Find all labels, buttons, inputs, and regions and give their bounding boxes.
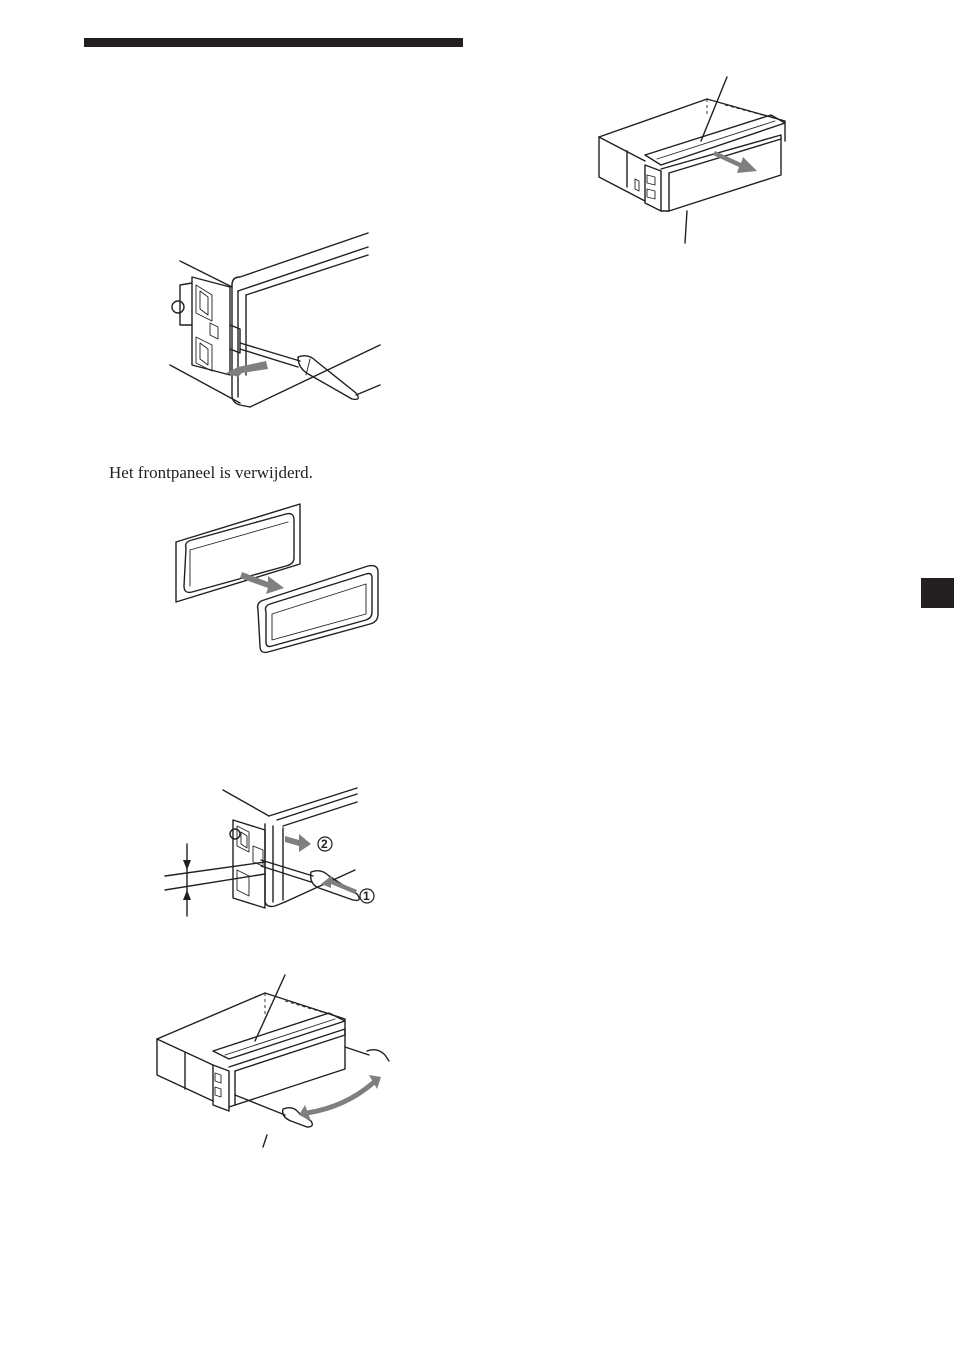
callout-2: 2: [321, 837, 328, 851]
figure-pull-out: [595, 75, 790, 250]
unit-pull-out-icon: [595, 75, 790, 250]
front-panel-removed-icon: [170, 500, 385, 655]
figure-release-keys: 1 2: [165, 780, 380, 920]
figure-panel-removed: [170, 500, 385, 655]
caption-front-panel-removed: Het frontpaneel is verwijderd.: [109, 462, 313, 484]
figure-panel-release: [160, 225, 385, 415]
release-key-insertion-icon: 1 2: [165, 780, 380, 920]
two-release-keys-icon: [155, 975, 390, 1150]
screwdriver-release-panel-icon: [160, 225, 385, 415]
callout-1: 1: [363, 889, 370, 903]
header-rule: [84, 38, 463, 47]
section-tab-marker: [921, 578, 954, 608]
figure-two-keys: [155, 975, 390, 1150]
